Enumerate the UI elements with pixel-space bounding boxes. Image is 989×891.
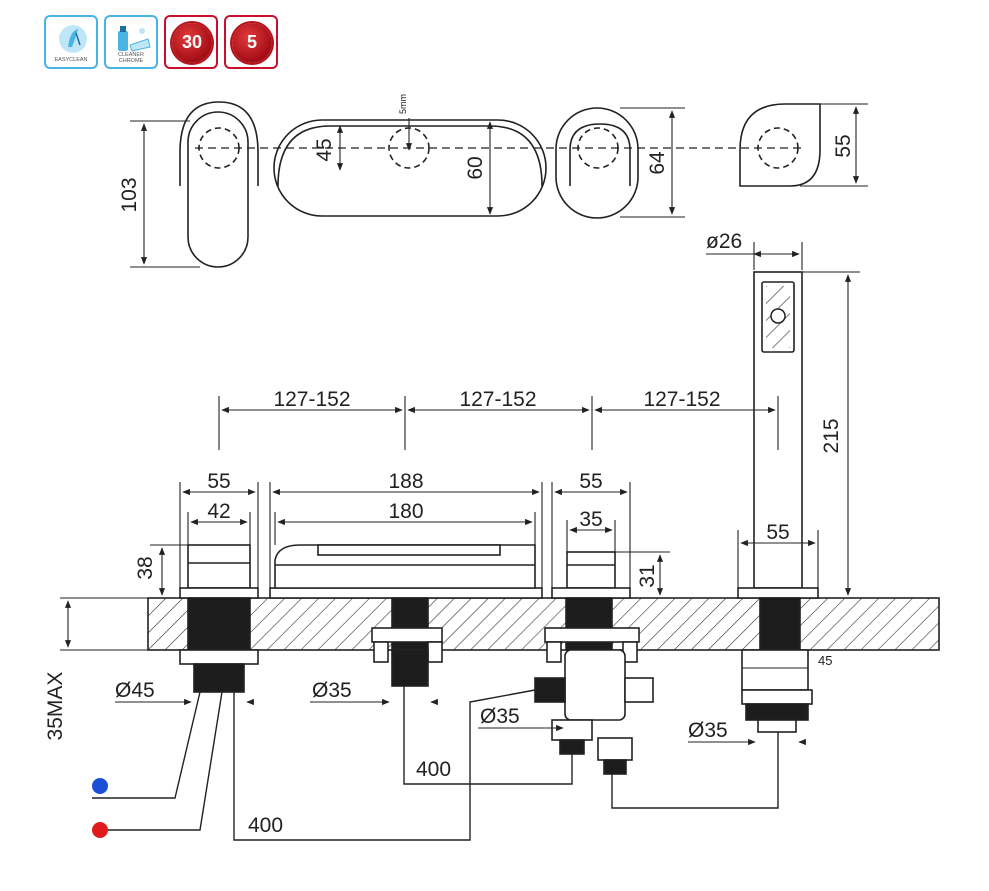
diverter-outlet-2-thread xyxy=(603,759,627,775)
handshower-axis-circle xyxy=(757,127,799,169)
spout-base xyxy=(269,587,543,599)
handshower-spray-nozzles xyxy=(766,286,790,348)
handshower-top-outline xyxy=(739,103,821,187)
easyclean-icon xyxy=(59,25,87,53)
top-view xyxy=(179,101,821,268)
shower-hose-line xyxy=(611,732,779,809)
warranty-5-label: 5 xyxy=(246,32,257,52)
label-right-31: 31 xyxy=(636,564,659,587)
left-handle-base xyxy=(179,587,259,599)
left-valve-thread xyxy=(193,663,245,693)
seal-icon: 30 xyxy=(172,23,212,63)
handshower-nut-bottom xyxy=(745,703,809,721)
label-180: 180 xyxy=(388,500,423,523)
label-hole-shower: Ø35 xyxy=(688,719,728,742)
dim-55-label: 55 xyxy=(832,134,855,157)
left-handle-lever-outline xyxy=(187,111,249,268)
label-shower-dia: ø26 xyxy=(706,230,742,253)
label-188: 188 xyxy=(388,470,423,493)
left-valve-nut xyxy=(179,649,259,665)
label-spacing-1: 127-152 xyxy=(273,388,350,411)
label-left-38: 38 xyxy=(134,556,157,579)
label-right-35: 35 xyxy=(579,508,602,531)
label-spacing-2: 127-152 xyxy=(459,388,536,411)
spout-thread xyxy=(391,649,429,687)
easyclean-badge: EASYCLEAN xyxy=(44,15,98,69)
spout-top-outline xyxy=(273,119,547,217)
spray-center-ring xyxy=(770,308,786,324)
label-hole-spout: Ø35 xyxy=(312,679,352,702)
cold-water-indicator xyxy=(92,778,108,794)
deck-section xyxy=(147,597,940,651)
label-hose-400-2: 400 xyxy=(248,814,283,837)
label-right-55: 55 xyxy=(579,470,602,493)
hose-400-2 xyxy=(233,689,536,841)
cleaner-chrome-caption-line2: CHROME xyxy=(118,58,144,64)
label-hose-400-1: 400 xyxy=(416,758,451,781)
diverter-outlet-1-thread xyxy=(559,739,585,755)
dim-103-label: 103 xyxy=(118,177,141,212)
right-handle-inner xyxy=(569,123,631,186)
left-handle-body xyxy=(187,544,251,589)
warranty-30-badge: 30 xyxy=(164,15,218,69)
label-nut-45: 45 xyxy=(818,653,832,668)
dim-45-label: 45 xyxy=(313,138,336,161)
hose-400-1 xyxy=(403,686,573,785)
label-left-42: 42 xyxy=(207,500,230,523)
dim-60-label: 60 xyxy=(464,156,487,179)
diverter-inlet-left xyxy=(534,677,566,703)
spout-bolt-right xyxy=(427,641,443,663)
easyclean-caption: EASYCLEAN xyxy=(54,57,88,63)
label-35max: 35MAX xyxy=(44,672,67,741)
spout-top-inner-curve xyxy=(277,125,543,187)
handshower-nut-top xyxy=(741,689,813,705)
dim-5mm-label: 5mm xyxy=(398,94,408,114)
hot-water-indicator xyxy=(92,822,108,838)
cleaner-chrome-badge: CLEANER CHROME xyxy=(104,15,158,69)
right-handle-base xyxy=(551,587,631,599)
diverter-outlet-2 xyxy=(597,737,633,761)
warranty-30-label: 30 xyxy=(181,32,203,52)
left-handle-top-outline xyxy=(179,101,259,186)
cleaner-chrome-caption: CLEANER CHROME xyxy=(106,52,156,64)
right-bolt-left xyxy=(546,641,562,663)
seal-icon: 5 xyxy=(232,23,272,63)
right-handle-top-outline xyxy=(555,107,639,219)
label-hole-left: Ø45 xyxy=(115,679,155,702)
warranty-5-badge: 5 xyxy=(224,15,278,69)
diverter-outlet-1 xyxy=(551,719,593,741)
label-shower-height: 215 xyxy=(820,418,843,453)
handshower-thread xyxy=(757,719,797,733)
cold-hose-line xyxy=(92,691,201,799)
handshower-shank xyxy=(759,597,801,651)
spout-outlet xyxy=(317,544,501,556)
dim-64-label: 64 xyxy=(646,151,669,175)
spout-bolt-left xyxy=(373,641,389,663)
diverter-inlet-right xyxy=(624,677,654,703)
label-shower-55: 55 xyxy=(766,521,789,544)
right-handle-body xyxy=(566,551,616,589)
cleaner-chrome-caption-line1: CLEANER xyxy=(118,52,144,58)
left-handle-axis-circle xyxy=(198,127,240,169)
label-hole-right: Ø35 xyxy=(480,705,520,728)
handshower-base xyxy=(737,587,819,599)
cleaner-chrome-icon xyxy=(118,26,151,52)
diverter-body xyxy=(564,649,626,721)
hot-hose-line xyxy=(92,691,223,831)
left-valve-shank xyxy=(187,597,251,651)
spout-clamp xyxy=(371,627,443,643)
label-spacing-3: 127-152 xyxy=(643,388,720,411)
label-left-55: 55 xyxy=(207,470,230,493)
right-valve-clamp xyxy=(544,627,640,643)
handshower-holder xyxy=(741,649,809,691)
certification-badges: EASYCLEAN CLEANER CHROME 30 5 xyxy=(44,15,284,71)
